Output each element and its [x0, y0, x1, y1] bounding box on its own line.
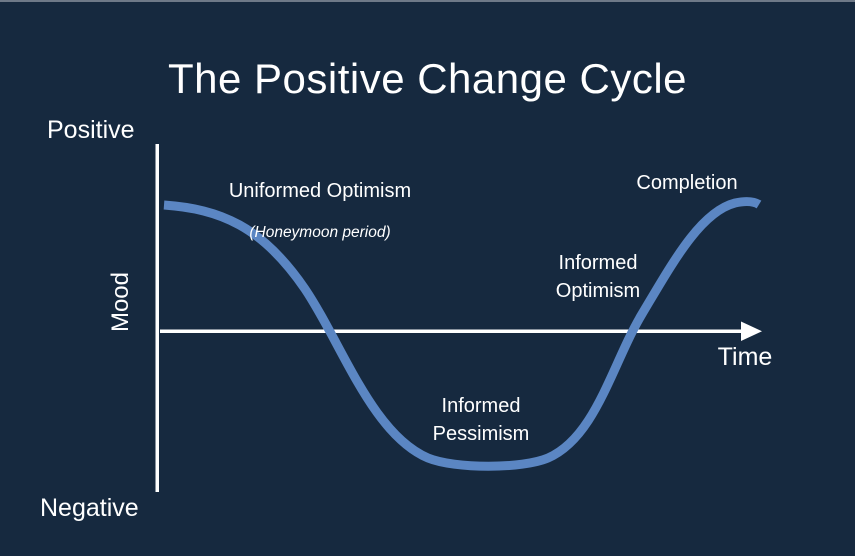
phase-label-uninformed-optimism: Uniformed Optimism (Honeymoon period) [180, 162, 460, 260]
y-axis-bottom-label: Negative [40, 494, 139, 522]
y-axis-line [155, 144, 159, 492]
phase-label-informed-optimism: Informed Optimism [555, 252, 641, 302]
phase-label-honeymoon-period: (Honeymoon period) [249, 224, 391, 241]
x-axis-line [160, 329, 741, 333]
phase-label-uninformed-optimism-text: Uniformed Optimism [228, 180, 412, 202]
phase-label-informed-pessimism: Informed Pessimism [432, 395, 530, 445]
y-axis-title: Mood [107, 271, 134, 333]
mood-curve [163, 197, 762, 471]
page-title: The Positive Change Cycle [167, 55, 688, 102]
y-axis-top-label: Positive [47, 116, 135, 144]
x-axis-arrow-icon [741, 321, 762, 341]
x-axis-title: Time [717, 343, 773, 371]
phase-label-completion: Completion [636, 172, 738, 194]
